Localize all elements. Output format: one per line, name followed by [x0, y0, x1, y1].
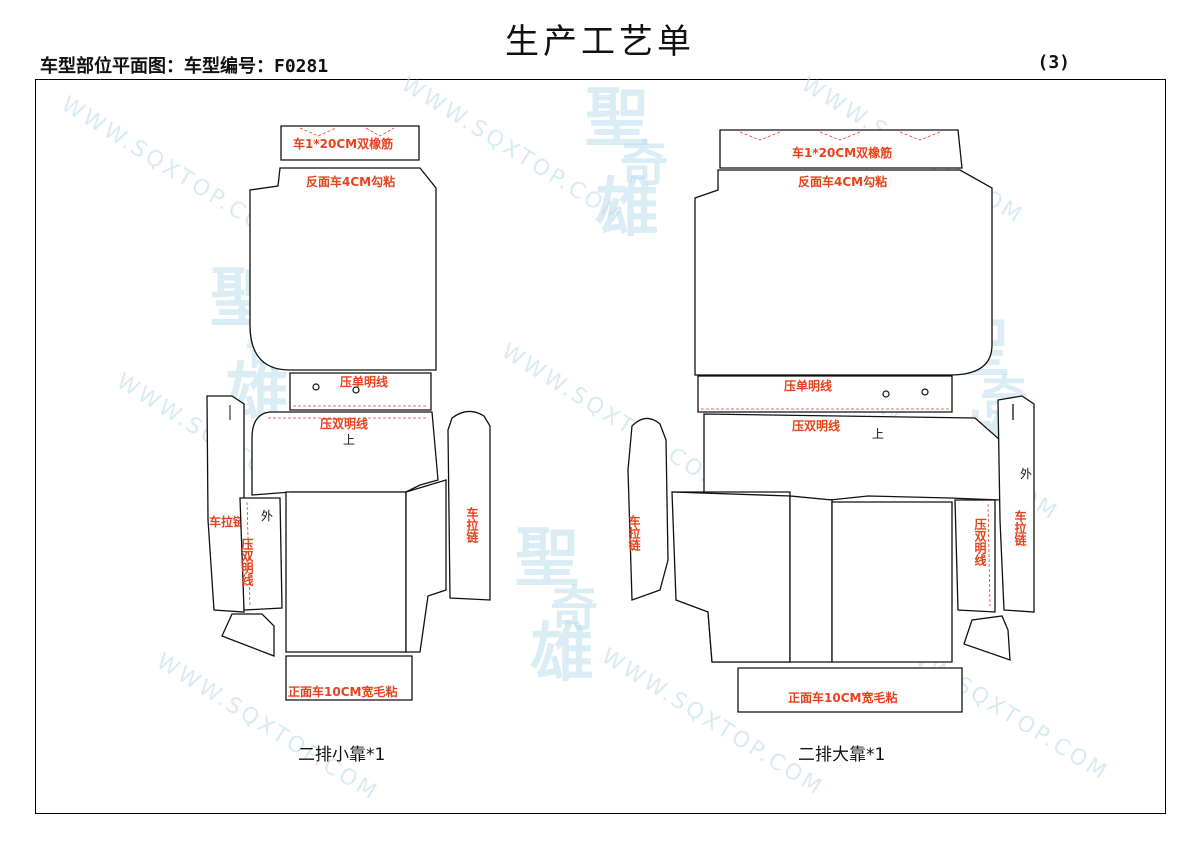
lower-body-piece [285, 491, 407, 653]
left-side-strip-piece [206, 395, 245, 613]
up-mark: 上 [343, 433, 355, 447]
seat-panel-label: 压双明线 [792, 418, 840, 433]
right-side-strip-label: 车拉链 [465, 506, 479, 544]
left-side-strip-label: 车拉链 [209, 514, 246, 529]
page-number: (3) [1037, 52, 1070, 73]
left-pattern: 车1*20CM双橡筋 反面车4CM勾粘 压单明线 压双明线 上 车拉链 外 压双… [206, 125, 491, 765]
lower-right-panel-piece [831, 501, 953, 663]
strip-label: 压单明线 [784, 378, 832, 393]
outer-mark: 外 [1020, 467, 1032, 481]
strip-piece [289, 372, 432, 411]
left-side-strip-piece [627, 417, 669, 601]
bottom-band-piece [285, 655, 413, 701]
left-caption: 二排小靠*1 [298, 745, 385, 765]
watermark-logo-char: 聖 [515, 521, 579, 596]
seat-panel-piece [251, 411, 439, 496]
right-side-strip-piece [997, 395, 1035, 613]
watermark-logo-char: 奇 [550, 581, 598, 637]
top-band-label: 车1*20CM双橡筋 [293, 136, 393, 151]
drawing-frame [35, 79, 1166, 814]
seat-panel-label: 压双明线 [320, 416, 368, 431]
back-panel-label: 反面车4CM勾粘 [306, 174, 395, 189]
inner-strip-label: 压双明线 [973, 518, 987, 567]
watermark-text: WWW.SQXTOP.COM [497, 339, 728, 496]
watermark-logo-char: 聖 [585, 81, 649, 156]
strip-piece [697, 375, 953, 413]
model-subtitle: 车型部位平面图：车型编号：F0281 [40, 56, 329, 77]
center-column-piece [789, 495, 833, 663]
bottom-band-label: 正面车10CM宽毛粘 [788, 690, 897, 705]
back-panel-label: 反面车4CM勾粘 [798, 174, 887, 189]
outer-mark: 外 [261, 509, 273, 523]
watermark-logo-char: 奇 [620, 136, 668, 192]
inner-strip-piece [239, 497, 283, 611]
strip-label: 压单明线 [340, 374, 388, 389]
right-caption: 二排大靠*1 [798, 745, 885, 765]
top-band-piece [719, 129, 963, 169]
right-side-strip-label: 车拉链 [1013, 509, 1027, 547]
back-panel-piece [694, 169, 993, 376]
bottom-wedge-piece [963, 615, 1011, 661]
watermark-logo-char: 雄 [530, 616, 594, 691]
up-mark: 上 [872, 427, 884, 441]
back-panel-piece [249, 167, 437, 371]
watermark-logo-char: 雄 [595, 171, 659, 246]
inner-strip-piece [954, 499, 996, 613]
bottom-band-piece [737, 667, 963, 713]
inner-strip-label: 压双明线 [240, 538, 254, 587]
right-side-strip-piece [447, 410, 491, 601]
document-title: 生产工艺单 [505, 22, 695, 62]
seat-panel-piece [703, 413, 1001, 501]
bottom-wedge-piece [221, 613, 275, 657]
lower-left-body-outline [671, 491, 791, 663]
right-flank-piece [405, 479, 447, 653]
right-pattern: 车1*20CM双橡筋 反面车4CM勾粘 压单明线 压双明线 上 车拉链 压双明线 [627, 129, 1035, 765]
bottom-band-label: 正面车10CM宽毛粘 [288, 684, 397, 699]
left-side-strip-label: 车拉链 [627, 514, 641, 552]
top-band-label: 车1*20CM双橡筋 [792, 145, 892, 160]
